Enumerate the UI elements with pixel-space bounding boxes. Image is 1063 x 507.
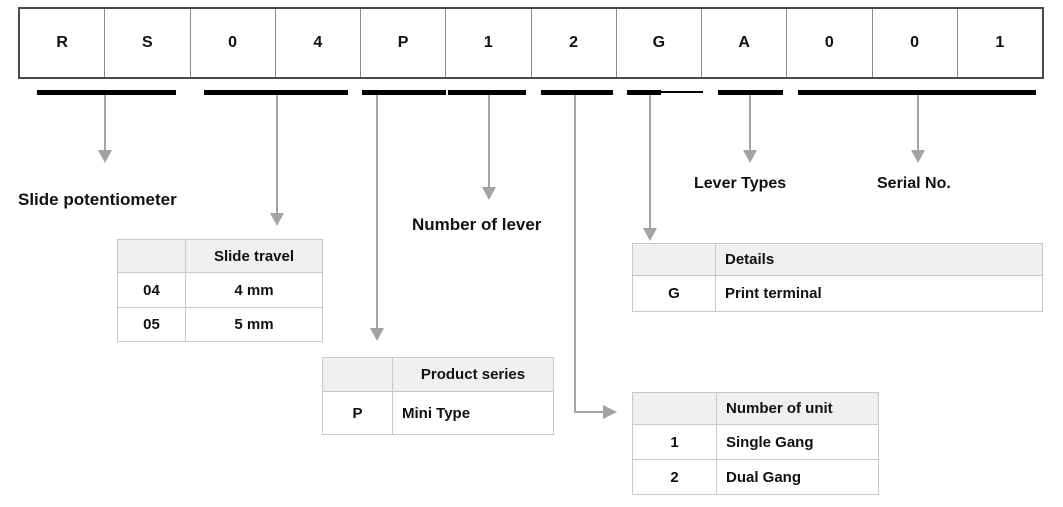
number-of-unit-table: Number of unit 1 Single Gang 2 Dual Gang bbox=[632, 392, 879, 495]
arrow-slide-potentiometer bbox=[98, 95, 112, 163]
part-number-cell-6: 1 bbox=[446, 9, 532, 77]
number-of-unit-code: 1 bbox=[632, 424, 717, 460]
details-header-code bbox=[632, 243, 716, 276]
product-series-code: P bbox=[322, 391, 393, 435]
slide-travel-value: 5 mm bbox=[185, 307, 323, 342]
underline-bar-2 bbox=[541, 90, 613, 95]
slide-travel-header-label: Slide travel bbox=[185, 239, 323, 273]
slide-travel-code: 04 bbox=[117, 272, 186, 308]
label-lever-types: Lever Types bbox=[694, 175, 787, 192]
underline-bar-g bbox=[627, 90, 661, 95]
part-number-cell-11: 0 bbox=[873, 9, 958, 77]
label-serial-no: Serial No. bbox=[877, 175, 951, 192]
product-series-header-label: Product series bbox=[392, 357, 554, 392]
arrow-details bbox=[643, 95, 657, 241]
underline-bar-a bbox=[718, 90, 783, 95]
arrow-slide-travel bbox=[270, 95, 284, 226]
part-number-cell-12: 1 bbox=[995, 34, 1005, 51]
arrow-number-of-unit bbox=[574, 95, 617, 419]
label-slide-potentiometer: Slide potentiometer bbox=[18, 190, 177, 209]
part-number-cell-1: R bbox=[20, 9, 106, 77]
underline-bar-serial bbox=[798, 90, 1036, 95]
slide-travel-table: Slide travel 04 4 mm 05 5 mm bbox=[117, 239, 323, 342]
part-number-cell-7: 2 bbox=[532, 9, 617, 77]
product-series-table: Product series P Mini Type bbox=[322, 357, 554, 435]
slide-travel-header-code bbox=[117, 239, 186, 273]
underline-bar-p bbox=[362, 90, 446, 95]
slide-travel-value: 4 mm bbox=[185, 272, 323, 308]
number-of-unit-value: Dual Gang bbox=[716, 459, 879, 495]
number-of-unit-value: Single Gang bbox=[716, 424, 879, 460]
part-number-cell-10: 0 bbox=[787, 9, 873, 77]
arrow-lever-types bbox=[743, 95, 757, 163]
part-number-cell-2: S bbox=[105, 9, 191, 77]
part-number-cell-9: A bbox=[702, 9, 788, 77]
number-of-unit-header-code bbox=[632, 392, 717, 425]
part-number-cell-8: G bbox=[617, 9, 702, 77]
underline-bar-rs bbox=[37, 90, 176, 95]
details-header-label: Details bbox=[715, 243, 1043, 276]
details-value: Print terminal bbox=[715, 275, 1043, 312]
details-table: Details G Print terminal bbox=[632, 243, 1043, 312]
product-series-header-code bbox=[322, 357, 393, 392]
arrow-product-series bbox=[370, 95, 384, 341]
product-series-value: Mini Type bbox=[392, 391, 554, 435]
part-number-cell-4: 4 bbox=[276, 9, 361, 77]
underline-bar-1 bbox=[448, 90, 526, 95]
underline-bar-g-thin bbox=[661, 91, 703, 93]
part-number-cell-5: P bbox=[361, 9, 447, 77]
slide-travel-code: 05 bbox=[117, 307, 186, 342]
part-number-cell-3: 0 bbox=[191, 9, 276, 77]
part-number-row: R S 0 4 P 1 2 G A 0 0 1 bbox=[18, 7, 1044, 79]
number-of-unit-code: 2 bbox=[632, 459, 717, 495]
underline-bar-04 bbox=[204, 90, 348, 95]
number-of-unit-header-label: Number of unit bbox=[716, 392, 879, 425]
arrow-number-of-lever bbox=[482, 95, 496, 200]
arrow-serial-no bbox=[911, 95, 925, 163]
details-code: G bbox=[632, 275, 716, 312]
label-number-of-lever: Number of lever bbox=[412, 215, 542, 234]
